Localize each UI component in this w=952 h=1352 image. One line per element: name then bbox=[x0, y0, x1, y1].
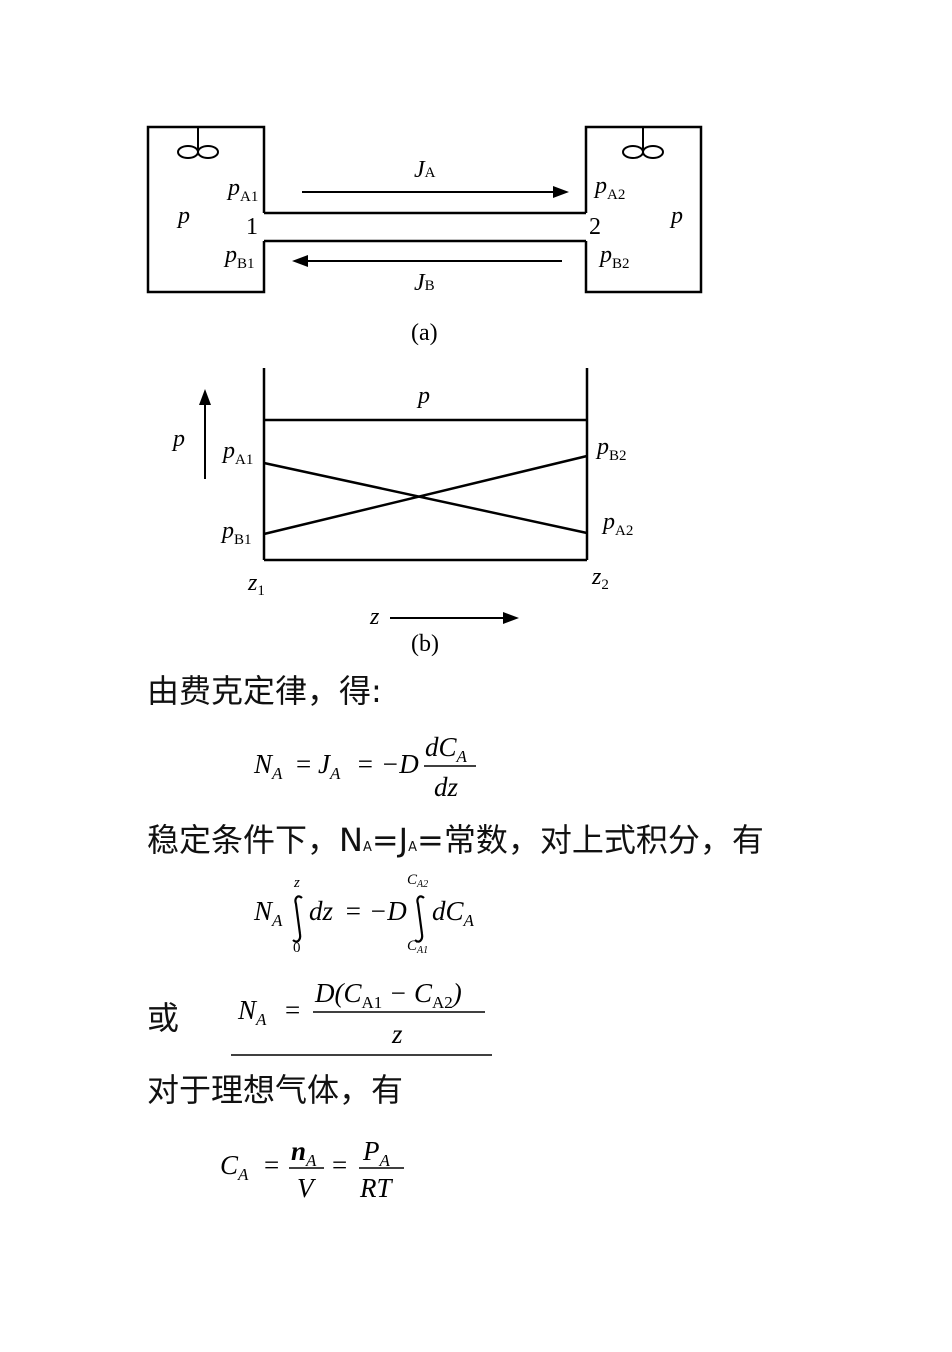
svg-text:dCA: dCA bbox=[432, 896, 475, 930]
svg-text:JA: JA bbox=[318, 749, 341, 783]
svg-text:z: z bbox=[293, 875, 300, 891]
point-1-label: 1 bbox=[246, 214, 258, 240]
equation-integral: NA z 0 dz = −D CA2 CA1 dCA bbox=[253, 872, 475, 956]
svg-text:0: 0 bbox=[293, 940, 301, 956]
right-tank-outline bbox=[584, 125, 703, 294]
svg-text:dz: dz bbox=[309, 896, 334, 926]
svg-text:= −D: = −D bbox=[356, 749, 419, 779]
svg-text:RT: RT bbox=[359, 1173, 393, 1203]
flux-b-arrowhead bbox=[292, 255, 308, 267]
integral-sign-1 bbox=[292, 895, 303, 943]
text-line-steady-state: 稳定条件下，NA=JA=常数，对上式积分，有 bbox=[147, 821, 764, 859]
flux-b-label: JB bbox=[414, 270, 435, 296]
p-b2-right-label: pB2 bbox=[595, 434, 627, 464]
p-b1-left-label: pB1 bbox=[220, 518, 252, 548]
flux-a-label: JA bbox=[414, 157, 436, 183]
total-pressure-label: p bbox=[416, 383, 430, 409]
svg-text:D(CA1 − CA2): D(CA1 − CA2) bbox=[314, 978, 462, 1012]
svg-text:=: = bbox=[332, 1150, 347, 1180]
text-or: 或 bbox=[147, 999, 179, 1037]
figure-a: JA JB p p pA1 pB1 pA2 pB2 1 2 (a) bbox=[146, 125, 703, 346]
svg-text:PA: PA bbox=[362, 1136, 391, 1170]
left-total-pressure-label: p bbox=[176, 203, 190, 229]
flux-a-arrowhead bbox=[553, 186, 569, 198]
svg-text:NA: NA bbox=[237, 995, 267, 1029]
figure-b: p p pA1 pB1 pB2 pA2 z1 z2 z (b) bbox=[171, 368, 633, 657]
right-total-pressure-label: p bbox=[669, 203, 683, 229]
pa-profile-line bbox=[263, 461, 588, 535]
svg-text:CA2: CA2 bbox=[407, 872, 428, 890]
equation-flux-result: NA = D(CA1 − CA2) z bbox=[237, 978, 485, 1049]
z-axis-label: z bbox=[369, 604, 380, 630]
p-axis-label: p bbox=[171, 426, 185, 452]
p-b1-label: pB1 bbox=[223, 242, 255, 272]
svg-text:= −D: = −D bbox=[344, 896, 407, 926]
text-line-ideal-gas: 对于理想气体，有 bbox=[147, 1071, 403, 1109]
figure-b-caption: (b) bbox=[411, 631, 439, 657]
z1-label: z1 bbox=[247, 570, 265, 599]
svg-text:dz: dz bbox=[434, 772, 459, 802]
pb-profile-line bbox=[263, 454, 588, 536]
svg-text:=: = bbox=[285, 995, 300, 1025]
svg-text:CA1: CA1 bbox=[407, 938, 428, 956]
p-a2-label: pA2 bbox=[593, 173, 625, 203]
p-a2-right-label: pA2 bbox=[601, 509, 633, 539]
p-b2-label: pB2 bbox=[598, 242, 630, 272]
left-tank-outline bbox=[146, 125, 266, 294]
svg-text:NA: NA bbox=[253, 749, 283, 783]
svg-text:CA: CA bbox=[220, 1150, 249, 1184]
svg-text:=: = bbox=[264, 1150, 279, 1180]
right-stirrer-icon bbox=[622, 127, 664, 159]
text-line-fick-law: 由费克定律，得: bbox=[147, 672, 382, 710]
svg-text:=: = bbox=[296, 749, 311, 779]
svg-text:V: V bbox=[297, 1173, 317, 1203]
z-axis-arrowhead bbox=[503, 612, 519, 624]
p-a1-left-label: pA1 bbox=[221, 438, 253, 468]
figure-a-caption: (a) bbox=[411, 320, 438, 346]
p-a1-label: pA1 bbox=[226, 175, 258, 205]
integral-sign-2 bbox=[414, 895, 425, 943]
equation-ideal-gas: CA = nA V = PA RT bbox=[220, 1136, 404, 1203]
z2-label: z2 bbox=[591, 564, 609, 593]
equation-fick: NA = JA = −D dCA dz bbox=[253, 732, 476, 802]
svg-text:dCA: dCA bbox=[425, 732, 468, 766]
svg-text:nA: nA bbox=[291, 1136, 317, 1170]
left-stirrer-icon bbox=[177, 127, 219, 159]
p-axis-arrowhead bbox=[199, 389, 211, 405]
point-2-label: 2 bbox=[589, 214, 601, 240]
svg-text:NA: NA bbox=[253, 896, 283, 930]
svg-text:z: z bbox=[391, 1019, 403, 1049]
